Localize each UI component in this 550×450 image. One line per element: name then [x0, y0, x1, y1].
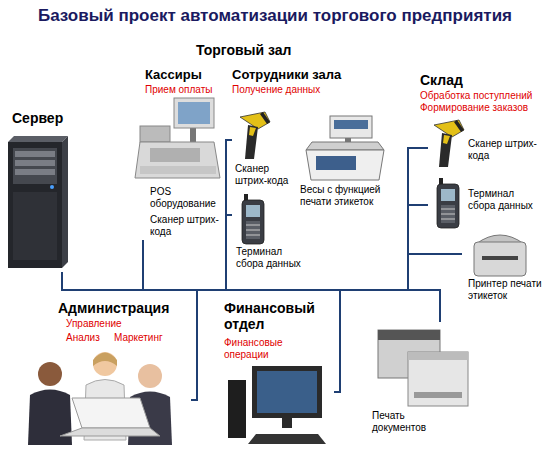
device-label: Терминал сбора данных — [236, 246, 306, 269]
device-node: Терминал сбора данных — [428, 178, 548, 232]
device-label: Сканер штрих-кода — [468, 138, 544, 161]
laptop-screen — [72, 398, 150, 428]
server-side — [62, 136, 68, 268]
device-label: Принтер печати этикеток — [468, 278, 548, 301]
printer-slot — [482, 256, 518, 260]
group-area: СкладОбработка поступлений Формирование … — [412, 70, 548, 304]
network-wire — [62, 205, 428, 290]
server-bays — [13, 148, 57, 184]
section-heading: Кассиры — [145, 68, 221, 83]
office-computer — [228, 366, 326, 444]
pos-keyboard — [150, 148, 200, 162]
group-area: Торговый залКассирыПрием оплатыPOS обору… — [128, 40, 396, 278]
cash-drawer — [140, 166, 216, 174]
role-note: Прием оплаты — [145, 84, 221, 96]
device-node: POS оборудованиеСканер штрих-кода — [135, 96, 221, 240]
printer-top — [408, 352, 468, 360]
device-label: Сканер штрих-кода — [150, 214, 220, 237]
pos-terminal — [135, 98, 220, 178]
data-terminal — [437, 178, 459, 228]
device-node: Финансовый отделФинансовые операции — [218, 298, 334, 448]
pc-stand — [282, 418, 292, 428]
device-node: Печать документов — [366, 322, 476, 434]
scales-screen — [334, 120, 368, 129]
device-label: Сканер штрих-кода — [235, 163, 295, 186]
label-scales — [306, 116, 384, 180]
laptop-base — [60, 428, 160, 436]
device-node: АдминистрацияУправлениеАнализМаркетинг — [15, 298, 191, 446]
pos-monitor — [174, 98, 214, 128]
role-note: Получение данных — [232, 84, 382, 96]
pos-screen — [178, 102, 210, 124]
server-tower — [8, 136, 68, 268]
device-label: Печать документов — [372, 410, 452, 433]
device-node: Терминал сбора данных — [232, 196, 306, 272]
pos-body — [135, 142, 220, 178]
admin-people — [28, 352, 172, 445]
device-label: Терминал сбора данных — [468, 188, 538, 211]
pc-screen — [257, 371, 317, 413]
section-heading: Склад — [420, 72, 480, 88]
group-area: КассирыПрием оплатыPOS оборудованиеСкане… — [133, 66, 223, 242]
person-head — [138, 364, 162, 388]
barcode-scanner — [240, 112, 270, 159]
section-heading: Финансовый отдел — [224, 300, 328, 332]
printer-top — [378, 330, 440, 340]
network-wire — [62, 272, 197, 400]
scales-display — [330, 116, 372, 138]
network-wire — [62, 148, 428, 290]
person-head — [93, 352, 117, 376]
scales-platter — [306, 142, 384, 150]
device-node: Сервер — [4, 108, 70, 272]
device-node: Сканер штрих-кода — [232, 108, 296, 192]
device-node: Сканер штрих-кода — [428, 118, 548, 174]
section-heading: Торговый зал — [196, 42, 326, 58]
printer-body — [408, 352, 468, 406]
drive-bay — [15, 151, 55, 157]
device-label: Весы с функцией печати этикеток — [300, 184, 390, 207]
device-label: POS оборудование — [150, 186, 220, 209]
person-hair — [93, 353, 117, 367]
pc-monitor — [252, 366, 322, 418]
role-note: Анализ — [66, 332, 111, 344]
printer-tray — [414, 392, 462, 398]
section-heading: Администрация — [58, 300, 188, 316]
role-note: Обработка поступлений Формирование заказ… — [420, 90, 546, 113]
pc-keyboard — [248, 434, 326, 444]
receipt-printer — [140, 126, 170, 142]
drive-bay — [15, 169, 55, 175]
drive-bay — [15, 160, 55, 166]
network-wire — [62, 140, 232, 290]
pc-tower — [228, 380, 246, 438]
data-terminal — [242, 194, 264, 244]
section-heading: Сотрудники зала — [232, 68, 382, 83]
server-front — [8, 142, 62, 268]
document-printers — [378, 330, 468, 406]
server-top — [8, 136, 68, 142]
group-area: Сотрудники залаПолучение данныхСканер шт… — [224, 66, 394, 272]
section-heading: Сервер — [12, 110, 72, 126]
server-led — [50, 185, 54, 189]
role-note: Финансовые операции — [224, 337, 304, 360]
network-wire — [62, 240, 143, 290]
device-node: Весы с функцией печати этикеток — [298, 112, 392, 214]
role-note: Управление — [66, 318, 136, 330]
barcode-scanner — [434, 120, 464, 167]
network-wire — [62, 215, 232, 290]
role-note: Маркетинг — [114, 332, 176, 344]
scales-panel — [316, 156, 356, 170]
scales-body — [306, 150, 384, 180]
person-body — [28, 390, 72, 446]
printer-body — [474, 242, 526, 276]
server-vent — [13, 192, 57, 260]
device-node: Принтер печати этикеток — [462, 232, 548, 302]
person-head — [38, 362, 62, 386]
diagram-title: Базовый проект автоматизации торгового п… — [0, 6, 550, 26]
label-printer — [474, 235, 526, 276]
